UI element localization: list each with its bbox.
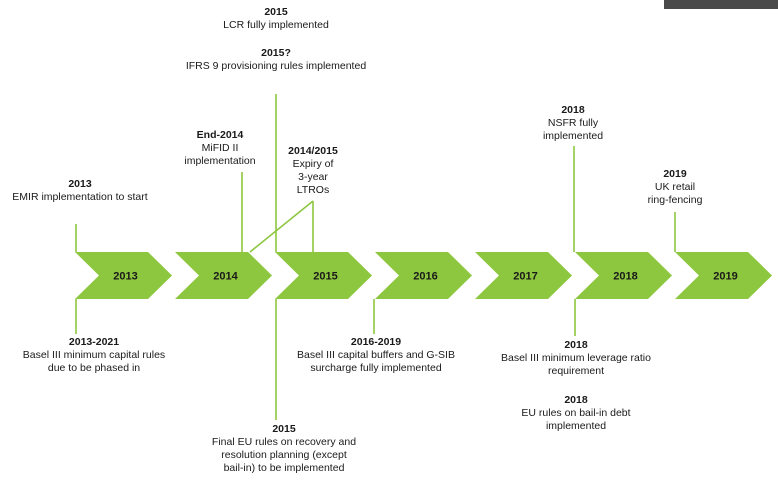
event-year: 2019 <box>663 168 687 180</box>
chevron-label: 2015 <box>313 271 337 283</box>
chevron-2018 <box>575 252 672 299</box>
event-text: Basel III minimum capital rules due to b… <box>22 349 166 374</box>
event-lcr: 2015 LCR fully implemented <box>196 6 356 32</box>
chevron-label: 2014 <box>213 271 238 283</box>
chevron-label: 2017 <box>513 271 537 283</box>
event-ifrs9: 2015? IFRS 9 provisioning rules implemen… <box>166 47 386 73</box>
chevron-2019 <box>675 252 772 299</box>
event-year: 2015? <box>261 47 291 59</box>
event-text: IFRS 9 provisioning rules implemented <box>185 60 367 72</box>
event-text: Final EU rules on recovery and resolutio… <box>211 436 357 474</box>
event-text: UK retail ring-fencing <box>647 181 703 206</box>
event-text: Basel III capital buffers and G-SIB surc… <box>297 349 455 374</box>
chevron-label: 2019 <box>713 271 737 283</box>
event-text: LCR fully implemented <box>223 19 329 31</box>
chevron-2017 <box>475 252 572 299</box>
chevron-2014 <box>175 252 272 299</box>
event-year: 2013 <box>68 178 92 190</box>
event-nsfr: 2018 NSFR fully implemented <box>528 104 618 143</box>
event-bail-in: 2018 EU rules on bail-in debt implemente… <box>500 394 652 433</box>
event-year: 2015 <box>272 423 296 435</box>
event-year: 2014/2015 <box>288 145 338 157</box>
event-year: 2013-2021 <box>68 336 120 348</box>
event-basel3-buffers: 2016-2019 Basel III capital buffers and … <box>278 336 474 375</box>
chevron-2015 <box>275 252 372 299</box>
event-ring-fencing: 2019 UK retail ring-fencing <box>630 168 720 207</box>
event-year: 2018 <box>564 339 588 351</box>
event-text: NSFR fully implemented <box>542 117 604 142</box>
event-leverage-ratio: 2018 Basel III minimum leverage ratio re… <box>488 339 664 378</box>
event-year: 2015 <box>264 6 288 18</box>
event-emir: 2013 EMIR implementation to start <box>4 178 156 204</box>
event-year: 2018 <box>564 394 588 406</box>
connector-ltro-diagonal <box>249 200 314 253</box>
event-text: Basel III minimum leverage ratio require… <box>501 352 651 377</box>
chevron-label: 2018 <box>613 271 637 283</box>
chevron-2013 <box>75 252 172 299</box>
event-text: EMIR implementation to start <box>12 191 148 203</box>
event-basel3-capital: 2013-2021 Basel III minimum capital rule… <box>4 336 184 375</box>
year-chevrons: 2013 2014 2015 2016 2017 2018 2019 <box>75 252 772 299</box>
window-corner-bar <box>664 0 778 9</box>
chevron-label: 2016 <box>413 271 437 283</box>
event-year: 2016-2019 <box>350 336 402 348</box>
event-text: Expiry of 3-year LTROs <box>292 158 334 196</box>
event-year: End-2014 <box>196 129 244 141</box>
event-text: EU rules on bail-in debt implemented <box>521 407 631 432</box>
event-ltro: 2014/2015 Expiry of 3-year LTROs <box>278 145 348 197</box>
connector-lines <box>75 94 676 420</box>
event-mifid2: End-2014 MiFID II implementation <box>175 129 265 168</box>
event-recovery-resolution: 2015 Final EU rules on recovery and reso… <box>198 423 370 475</box>
event-text: MiFID II implementation <box>184 142 256 167</box>
chevron-label: 2013 <box>113 271 137 283</box>
chevron-2016 <box>375 252 472 299</box>
event-year: 2018 <box>561 104 585 116</box>
